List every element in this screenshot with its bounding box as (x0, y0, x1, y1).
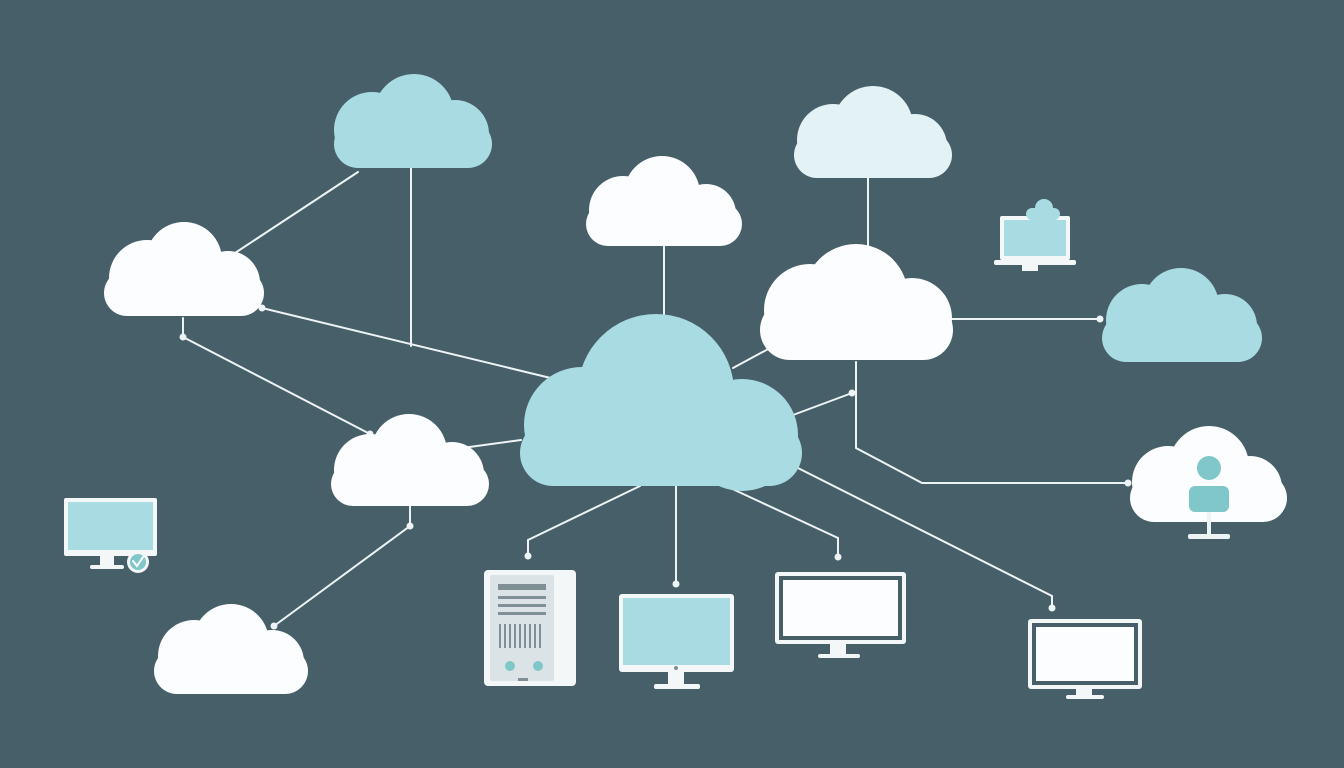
server-vent-bar (504, 624, 506, 648)
cloud-icon (104, 222, 264, 316)
check-badge-icon (127, 551, 149, 573)
connector-rightcenter-user (855, 361, 1129, 484)
connections (182, 167, 1129, 627)
user-icon (1188, 456, 1230, 539)
server-vent-bar (539, 624, 541, 648)
connector-dots (179, 304, 1132, 630)
connector-dot (270, 622, 278, 630)
server-vent-bar (529, 624, 531, 648)
clouds (104, 74, 1287, 694)
connector-hub-rightcenter (732, 347, 771, 369)
server-vent-bar (519, 624, 521, 648)
connector-hub-rightbranch (792, 392, 853, 416)
server-vent-bar (509, 624, 511, 648)
connector-dot (834, 553, 842, 561)
connector-left-hub (261, 307, 564, 382)
laptop-icon (994, 216, 1076, 271)
cloud-icon (760, 244, 953, 360)
server-vent-bar (499, 624, 501, 648)
server-vent-bar (534, 624, 536, 648)
cloud-icon (586, 156, 742, 246)
connector-hub-server (527, 485, 641, 557)
connector-dot (848, 389, 856, 397)
connector-dot (524, 552, 532, 560)
cloud-icon (1102, 268, 1262, 362)
connector-dot (1124, 479, 1132, 487)
monitor-icon (775, 572, 906, 658)
cloud-icon (1026, 199, 1060, 220)
hub-cloud-icon (520, 314, 802, 491)
connector-dot (406, 522, 414, 530)
monitor-icon (64, 498, 157, 569)
connector-dot (1048, 604, 1056, 612)
connector-hub-monitor-white-right (789, 463, 1053, 609)
cloud-icon (331, 414, 489, 506)
monitor-icon (619, 594, 734, 689)
connector-dot (258, 304, 266, 312)
connector-midleft-hub (461, 439, 522, 449)
connector-dot (1096, 315, 1104, 323)
connector-dot (179, 333, 187, 341)
server-vent-bar (514, 624, 516, 648)
cloud-icon (154, 604, 308, 694)
server-vent-bar (524, 624, 526, 648)
cloud-icon (794, 86, 952, 178)
connector-dot (672, 580, 680, 588)
connector-topleft-left (231, 171, 359, 256)
connector-hub-monitor-white-center (725, 485, 839, 558)
cloud-icon (334, 74, 492, 168)
monitor-icon (1028, 619, 1142, 699)
server-icon (484, 570, 576, 686)
